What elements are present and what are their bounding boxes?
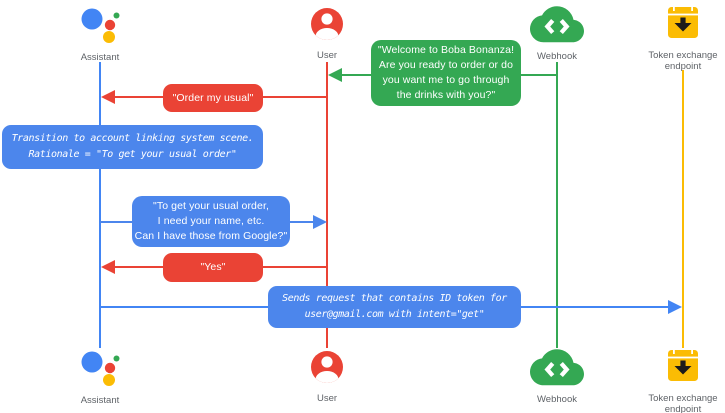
welcome-message-bubble: "Welcome to Boba Bonanza! Are you ready … bbox=[371, 40, 521, 106]
actor-webhook-bottom: Webhook bbox=[509, 347, 605, 405]
actor-assistant-bottom: Assistant bbox=[52, 347, 148, 406]
arrowhead-left-icon bbox=[101, 260, 115, 274]
yes-bubble: "Yes" bbox=[163, 253, 263, 282]
actor-label: Token exchange endpoint bbox=[648, 393, 718, 413]
actor-label: User bbox=[316, 393, 338, 404]
user-icon bbox=[309, 347, 345, 390]
actor-token-endpoint-top: Token exchange endpoint bbox=[635, 4, 725, 72]
actor-token-endpoint-bottom: Token exchange endpoint bbox=[635, 347, 725, 413]
actor-user-top: User bbox=[279, 4, 375, 61]
webhook-lifeline bbox=[556, 62, 558, 348]
order-my-usual-bubble: "Order my usual" bbox=[163, 84, 263, 112]
ask-permission-bubble: "To get your usual order, I need your na… bbox=[132, 196, 290, 247]
user-icon bbox=[309, 4, 345, 47]
actor-label: User bbox=[316, 50, 338, 61]
actor-label: Webhook bbox=[537, 51, 577, 62]
google-assistant-icon bbox=[77, 4, 123, 49]
actor-webhook-top: Webhook bbox=[509, 4, 605, 62]
actor-label: Assistant bbox=[80, 52, 120, 63]
arrowhead-right-icon bbox=[313, 215, 327, 229]
arrowhead-left-icon bbox=[328, 68, 342, 82]
assistant-lifeline bbox=[99, 62, 101, 348]
sends-request-box: Sends request that contains ID token for… bbox=[268, 286, 521, 328]
webhook-cloud-icon bbox=[530, 347, 584, 391]
user-lifeline bbox=[326, 62, 328, 348]
google-assistant-icon bbox=[77, 347, 123, 392]
actor-label: Assistant bbox=[80, 395, 120, 406]
arrowhead-right-icon bbox=[668, 300, 682, 314]
webhook-cloud-icon bbox=[530, 4, 584, 48]
transition-note-box: Transition to account linking system sce… bbox=[2, 125, 263, 169]
token-exchange-endpoint-icon bbox=[664, 347, 702, 390]
arrowhead-left-icon bbox=[101, 90, 115, 104]
token-endpoint-lifeline bbox=[682, 70, 684, 348]
token-exchange-endpoint-icon bbox=[664, 4, 702, 47]
actor-user-bottom: User bbox=[279, 347, 375, 404]
actor-assistant-top: Assistant bbox=[52, 4, 148, 63]
actor-label: Webhook bbox=[537, 394, 577, 405]
actor-label: Token exchange endpoint bbox=[648, 50, 718, 72]
